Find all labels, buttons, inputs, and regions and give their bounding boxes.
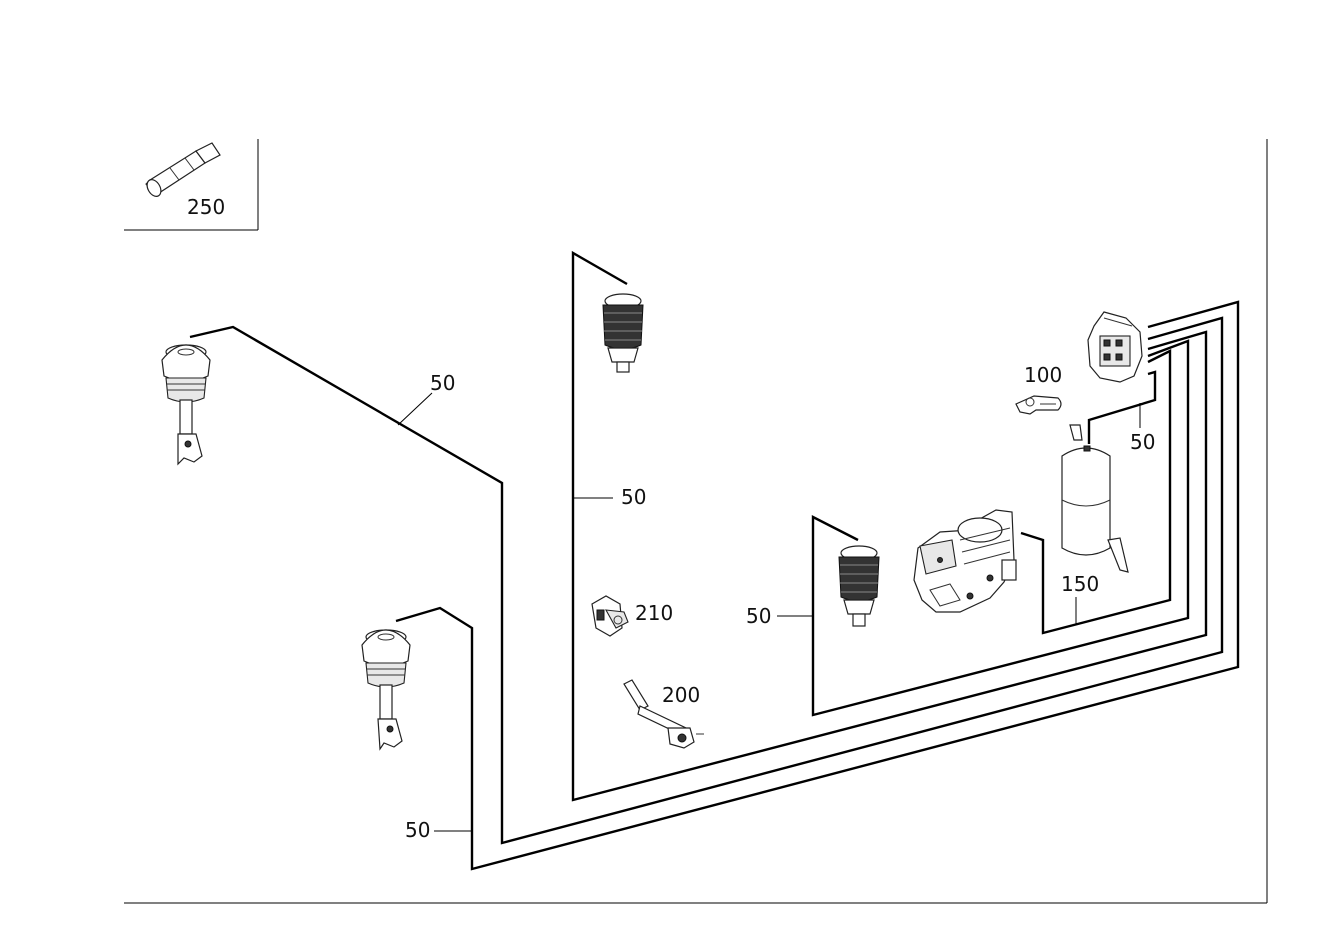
relay-bracket-200[interactable]: [623, 679, 704, 749]
callout-labels: 50 50 50 50 50 100 150 200 210 250: [187, 195, 1155, 842]
holding-clip-100[interactable]: [1015, 395, 1062, 415]
tool-inset-box: [124, 139, 259, 231]
label-valve-block: 100: [1024, 363, 1062, 387]
pipe-reservoir[interactable]: [1087, 370, 1157, 444]
pipe-front-left[interactable]: [189, 316, 1224, 845]
label-valve-block-reservoir-line: 50: [1130, 430, 1155, 454]
label-rear-left-bellow-line: 50: [621, 485, 646, 509]
label-relay-bracket: 200: [662, 683, 700, 707]
compressor-unit[interactable]: [913, 509, 1017, 613]
label-front-left-strut-line: 50: [430, 371, 455, 395]
pipe-compressor[interactable]: [1020, 349, 1172, 635]
valve-block[interactable]: [1087, 311, 1143, 383]
label-rear-right-bellow-line: 50: [746, 604, 771, 628]
front-right-air-strut[interactable]: [361, 629, 411, 751]
label-connector: 210: [635, 601, 673, 625]
pipe-rear-right[interactable]: [811, 339, 1190, 717]
pressure-reservoir[interactable]: [1061, 424, 1129, 573]
rear-right-air-bellow[interactable]: [838, 545, 880, 627]
label-front-right-strut-line: 50: [405, 818, 430, 842]
leader-lines: [397, 392, 1141, 832]
diagram-frame: [124, 139, 1268, 904]
connector-210[interactable]: [591, 595, 629, 637]
front-left-air-strut[interactable]: [161, 344, 211, 466]
pipe-front-right[interactable]: [395, 300, 1240, 871]
label-tool-adapter: 250: [187, 195, 225, 219]
pipe-network: [189, 250, 1240, 871]
label-compressor-line: 150: [1061, 572, 1099, 596]
rear-left-air-bellow[interactable]: [602, 293, 644, 373]
pipe-rear-left[interactable]: [571, 250, 1208, 802]
tool-adapter-250[interactable]: [144, 142, 221, 199]
